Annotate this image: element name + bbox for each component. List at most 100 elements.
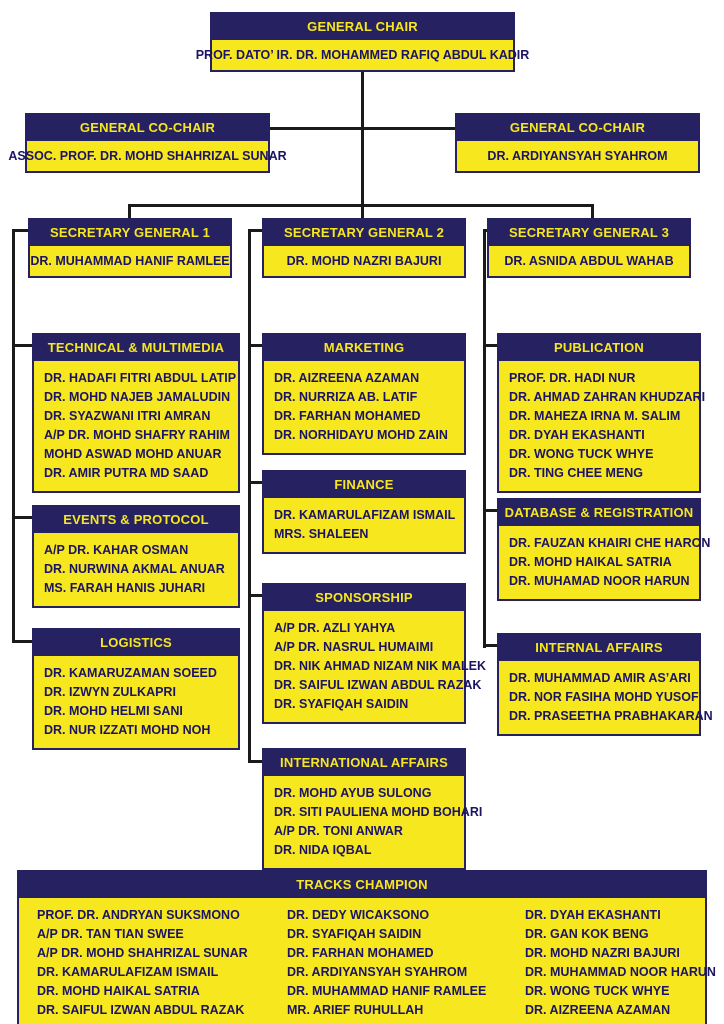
general-chair-title: GENERAL CHAIR <box>212 14 513 40</box>
member-name: DR. DEDY WICAKSONO <box>287 908 430 922</box>
connector-line <box>483 644 499 647</box>
secretary-general-1-title: SECRETARY GENERAL 1 <box>30 220 230 246</box>
member-name: DR. ASNIDA ABDUL WAHAB <box>504 254 674 268</box>
connector-line <box>12 229 15 643</box>
member-name: MOHD ASWAD MOHD ANUAR <box>44 447 222 461</box>
member-name: DR. WONG TUCK WHYE <box>525 984 670 998</box>
member-name: DR. KAMARULAFIZAM ISMAIL <box>37 965 219 979</box>
secretary-general-2-box: SECRETARY GENERAL 2 DR. MOHD NAZRI BAJUR… <box>262 218 466 278</box>
committee-international-title: INTERNATIONAL AFFAIRS <box>264 750 464 776</box>
tracks-champion-box: TRACKS CHAMPION PROF. DR. ANDRYAN SUKSMO… <box>17 870 716 1024</box>
committee-internal-box: INTERNAL AFFAIRS DR. MUHAMMAD AMIR AS’AR… <box>497 633 713 736</box>
connector-line <box>248 229 251 763</box>
committee-database-box: DATABASE & REGISTRATION DR. FAUZAN KHAIR… <box>497 498 710 601</box>
connector-line <box>483 344 499 347</box>
committee-finance-title: FINANCE <box>264 472 464 498</box>
member-name: DR. FARHAN MOHAMED <box>274 409 421 423</box>
member-name: DR. NOR FASIHA MOHD YUSOF <box>509 690 699 704</box>
committee-events-title: EVENTS & PROTOCOL <box>34 507 238 533</box>
committee-international-box: INTERNATIONAL AFFAIRS DR. MOHD AYUB SULO… <box>262 748 482 870</box>
secretary-general-1-box: SECRETARY GENERAL 1 DR. MUHAMMAD HANIF R… <box>28 218 232 278</box>
committee-sponsorship-title: SPONSORSHIP <box>264 585 464 611</box>
member-name: DR. MOHD HELMI SANI <box>44 704 183 718</box>
member-name: DR. PRASEETHA PRABHAKARAN <box>509 709 713 723</box>
connector-line <box>12 640 34 643</box>
member-name: MRS. SHALEEN <box>274 527 369 541</box>
member-name: DR. MUHAMMAD AMIR AS’ARI <box>509 671 691 685</box>
connector-line <box>483 229 486 648</box>
connector-line <box>128 204 131 218</box>
member-name: DR. DYAH EKASHANTI <box>525 908 661 922</box>
connector-line <box>248 229 264 232</box>
member-name: DR. ARDIYANSYAH SYAHROM <box>287 965 468 979</box>
member-name: DR. AHMAD ZAHRAN KHUDZARI <box>509 390 706 404</box>
member-name: DR. NORHIDAYU MOHD ZAIN <box>274 428 448 442</box>
committee-technical-title: TECHNICAL & MULTIMEDIA <box>34 335 238 361</box>
member-name: DR. NUR IZZATI MOHD NOH <box>44 723 211 737</box>
member-name: DR. NIK AHMAD NIZAM NIK MALEK <box>274 659 487 673</box>
secretary-general-3-members: DR. ASNIDA ABDUL WAHAB <box>489 246 689 276</box>
general-chair-box: GENERAL CHAIR PROF. DATO’ IR. DR. MOHAMM… <box>196 12 529 72</box>
member-name: DR. MUHAMAD NOOR HARUN <box>509 574 690 588</box>
member-name: DR. ARDIYANSYAH SYAHROM <box>487 149 668 163</box>
committee-marketing-title: MARKETING <box>264 335 464 361</box>
co-chair-right-title: GENERAL CO-CHAIR <box>457 115 698 141</box>
connector-line <box>483 509 499 512</box>
committee-finance-members: DR. KAMARULAFIZAM ISMAIL MRS. SHALEEN <box>264 498 464 552</box>
co-chair-right-box: GENERAL CO-CHAIR DR. ARDIYANSYAH SYAHROM <box>455 113 700 173</box>
committee-internal-title: INTERNAL AFFAIRS <box>499 635 699 661</box>
secretary-general-1-members: DR. MUHAMMAD HANIF RAMLEE <box>30 246 230 276</box>
member-name: DR. MOHD NAZRI BAJURI <box>525 946 680 960</box>
connector-line <box>128 204 594 207</box>
member-name: DR. MOHD NAJEB JAMALUDIN <box>44 390 231 404</box>
co-chair-left-title: GENERAL CO-CHAIR <box>27 115 268 141</box>
member-name: DR. GAN KOK BENG <box>525 927 649 941</box>
member-name: DR. MOHD HAIKAL SATRIA <box>37 984 200 998</box>
member-name: DR. MUHAMMAD HANIF RAMLEE <box>287 984 487 998</box>
member-name: DR. DYAH EKASHANTI <box>509 428 645 442</box>
committee-logistics-title: LOGISTICS <box>34 630 238 656</box>
member-name: DR. MOHD NAZRI BAJURI <box>286 254 442 268</box>
member-name: DR. HADAFI FITRI ABDUL LATIP <box>44 371 237 385</box>
tracks-champion-column-2: DR. DEDY WICAKSONO DR. SYAFIQAH SAIDIN DR.… <box>287 906 525 1020</box>
member-name: DR. MUHAMMAD NOOR HARUN <box>525 965 716 979</box>
member-name: DR. NURRIZA AB. LATIF <box>274 390 418 404</box>
member-name: PROF. DR. ANDRYAN SUKSMONO <box>37 908 240 922</box>
member-name: DR. KAMARULAFIZAM ISMAIL <box>274 508 456 522</box>
secretary-general-2-title: SECRETARY GENERAL 2 <box>264 220 464 246</box>
connector-line <box>268 127 458 130</box>
co-chair-right-members: DR. ARDIYANSYAH SYAHROM <box>457 141 698 171</box>
connector-line <box>248 760 264 763</box>
connector-line <box>12 344 34 347</box>
member-name: DR. AIZREENA AZAMAN <box>525 1003 671 1017</box>
member-name: DR. SYAFIQAH SAIDIN <box>287 927 422 941</box>
connector-line <box>248 481 264 484</box>
member-name: DR. MUHAMMAD HANIF RAMLEE <box>30 254 230 268</box>
member-name: DR. WONG TUCK WHYE <box>509 447 654 461</box>
committee-internal-members: DR. MUHAMMAD AMIR AS’ARI DR. NOR FASIHA M… <box>499 661 713 734</box>
member-name: DR. MOHD HAIKAL SATRIA <box>509 555 672 569</box>
tracks-champion-column-1: PROF. DR. ANDRYAN SUKSMONO A/P DR. TAN TI… <box>37 906 287 1020</box>
connector-line <box>361 72 364 218</box>
member-name: A/P DR. TAN TIAN SWEE <box>37 927 184 941</box>
member-name: DR. SAIFUL IZWAN ABDUL RAZAK <box>274 678 482 692</box>
member-name: ASSOC. PROF. DR. MOHD SHAHRIZAL SUNAR <box>8 149 287 163</box>
member-name: DR. MOHD AYUB SULONG <box>274 786 432 800</box>
connector-line <box>591 204 594 218</box>
committee-database-title: DATABASE & REGISTRATION <box>499 500 699 526</box>
connector-line <box>12 229 30 232</box>
co-chair-left-members: ASSOC. PROF. DR. MOHD SHAHRIZAL SUNAR <box>8 141 286 171</box>
member-name: DR. NURWINA AKMAL ANUAR <box>44 562 225 576</box>
connector-line <box>12 516 34 519</box>
co-chair-left-box: GENERAL CO-CHAIR ASSOC. PROF. DR. MOHD S… <box>8 113 287 173</box>
